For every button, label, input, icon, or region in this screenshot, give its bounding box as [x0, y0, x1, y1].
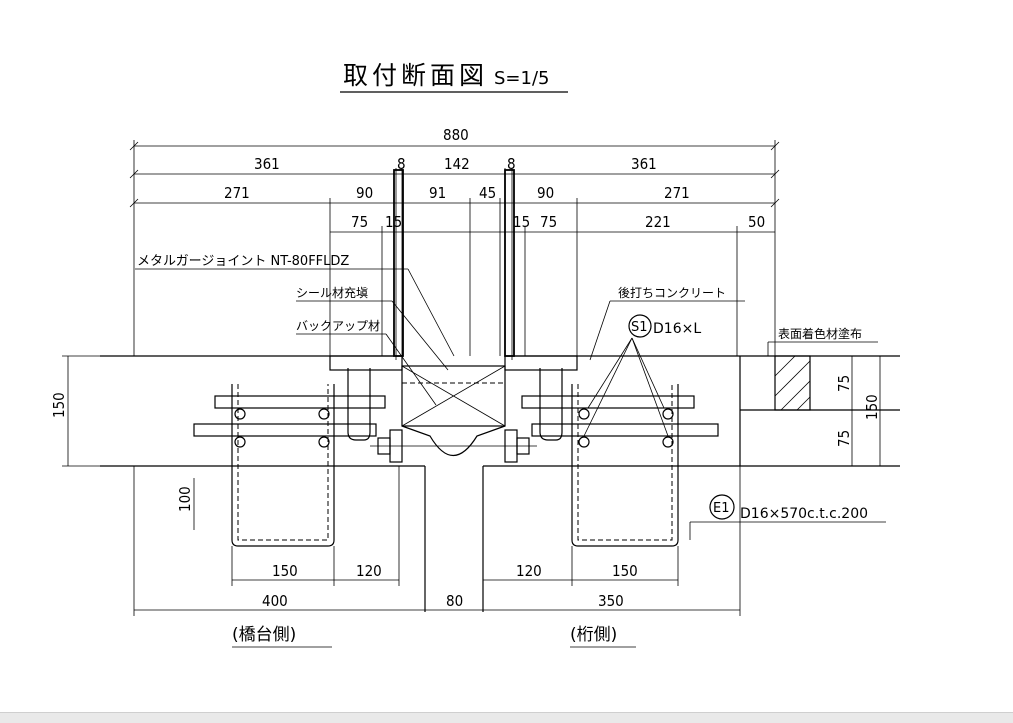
dim-150-right: 150 [863, 394, 881, 420]
dim-350: 350 [598, 592, 624, 610]
dim-400: 400 [262, 592, 288, 610]
dim-120-bottom-right: 120 [516, 562, 542, 580]
dim-8-left: 8 [397, 155, 406, 173]
dim-90-right: 90 [537, 184, 554, 202]
label-joint: メタルガージョイント NT-80FFLDZ [137, 254, 349, 269]
dim-271-left: 271 [224, 184, 250, 202]
rebar-right [521, 368, 719, 547]
metal-joint [329, 169, 578, 463]
s1-circle [628, 314, 652, 338]
top-dimensions: 880 361 8 142 8 361 271 90 91 45 90 271 … [129, 126, 780, 360]
dim-880: 880 [443, 126, 469, 144]
dim-90-left: 90 [356, 184, 373, 202]
dim-8-right: 8 [507, 155, 516, 173]
label-right-side: (桁側) [570, 625, 617, 645]
dim-80: 80 [446, 592, 463, 610]
label-seal: シール材充塡 [296, 285, 368, 300]
concrete-slab [100, 355, 900, 612]
dim-50: 50 [748, 213, 765, 231]
dim-100: 100 [176, 486, 194, 512]
label-concrete: 後打ちコンクリート [618, 286, 726, 300]
label-surface: 表面着色材塗布 [778, 326, 862, 341]
dim-150-left: 150 [50, 392, 68, 418]
drawing-title: 取付断面図 [343, 61, 488, 90]
dim-75-right-bottom: 75 [835, 430, 853, 447]
side-dimensions: 150 75 75 150 100 [50, 355, 881, 530]
label-e1: E1 [713, 501, 730, 516]
labels: メタルガージョイント NT-80FFLDZ シール材充塡 バックアップ材 後打ち… [135, 254, 886, 648]
dim-91: 91 [429, 184, 446, 202]
dim-142: 142 [444, 155, 470, 173]
dim-150-bottom-right: 150 [612, 562, 638, 580]
drawing-scale: S=1/5 [494, 68, 549, 89]
dim-361-left: 361 [254, 155, 280, 173]
label-e1-spec: D16×570c.t.c.200 [740, 506, 868, 522]
rebar-left [193, 368, 386, 547]
dim-221: 221 [645, 213, 671, 231]
status-bar [0, 712, 1013, 723]
label-backup: バックアップ材 [296, 319, 380, 333]
dim-361-right: 361 [631, 155, 657, 173]
bottom-dimensions: 150 120 120 150 400 80 350 [133, 466, 741, 616]
dim-15-right: 15 [513, 213, 530, 231]
dim-75-right-top: 75 [835, 375, 853, 392]
label-s1: S1 [631, 320, 648, 335]
dim-45: 45 [479, 184, 496, 202]
dim-150-bottom-left: 150 [272, 562, 298, 580]
dim-120-bottom-left: 120 [356, 562, 382, 580]
dim-75-left: 75 [351, 213, 368, 231]
label-left-side: (橋台側) [232, 625, 296, 645]
label-s1-spec: D16×L [653, 321, 701, 337]
dim-75-right: 75 [540, 213, 557, 231]
e1-circle [709, 494, 735, 520]
dim-271-right: 271 [664, 184, 690, 202]
